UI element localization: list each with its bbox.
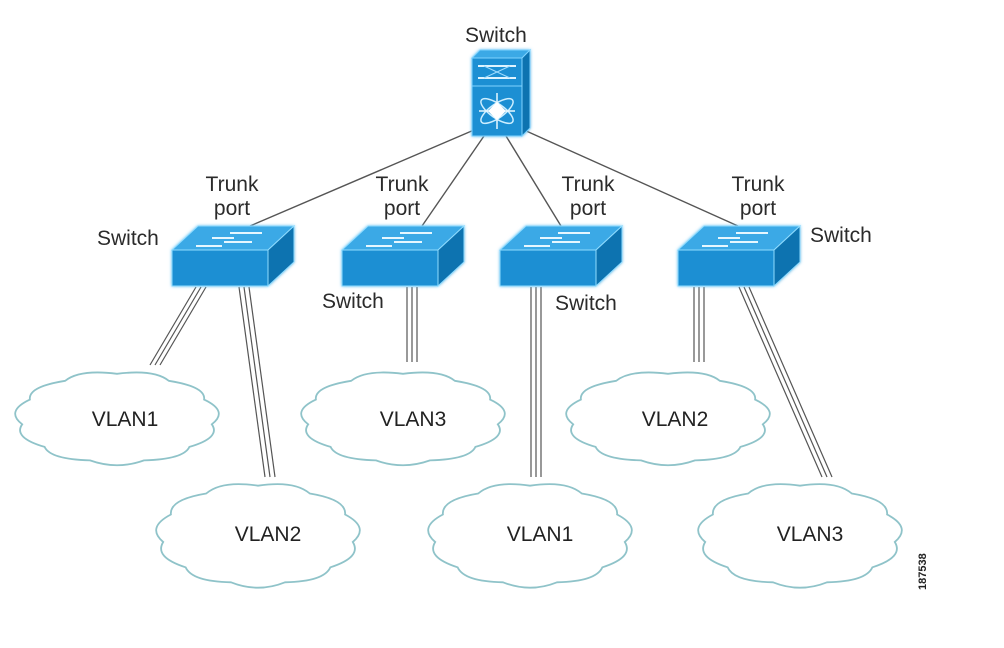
multilayer-switch-icon	[470, 48, 532, 138]
switch-label-sw4: Switch	[810, 224, 872, 247]
workgroup-switch-icon	[170, 224, 296, 288]
trunk-label-line2: port	[213, 197, 251, 220]
workgroup-switch-icon	[676, 224, 802, 288]
trunk-link-sw4	[523, 129, 739, 227]
workgroup-switch-icon	[340, 224, 466, 288]
vlan-label: VLAN3	[776, 523, 844, 546]
vlan-clouds	[14, 371, 903, 589]
workgroup-switch-icon	[498, 224, 624, 288]
access-switch-sw1	[170, 224, 296, 288]
trunk-link-sw3	[505, 135, 562, 227]
vlan-cloud-vlan1	[14, 371, 220, 467]
vlan-label: VLAN1	[506, 523, 574, 546]
trunk-port-label-sw3: Trunk port	[548, 173, 628, 221]
switch-label-sw1: Switch	[97, 227, 159, 250]
access-link-sw2-vlan3	[406, 287, 418, 362]
vlan-cloud-vlan2	[565, 371, 771, 467]
switch-label-sw3: Switch	[555, 292, 617, 315]
access-link-sw1-vlan2	[238, 286, 276, 478]
access-link-sw3-vlan1	[530, 287, 542, 477]
figure-id: 187538	[917, 553, 929, 590]
access-switches	[170, 224, 802, 288]
trunk-label-line1: Trunk	[731, 173, 785, 196]
vlan-cloud-vlan1	[427, 483, 633, 589]
trunk-link-sw1	[249, 129, 475, 227]
trunk-links	[249, 129, 739, 227]
trunk-port-label-sw1: Trunk port	[192, 173, 272, 221]
access-switch-sw3	[498, 224, 624, 288]
access-link-sw4-vlan2	[693, 287, 705, 362]
vlan-cloud-vlan2	[155, 483, 361, 589]
switch-label-sw2: Switch	[322, 290, 384, 313]
access-link-sw4-vlan3	[738, 286, 833, 478]
trunk-label-line1: Trunk	[561, 173, 615, 196]
trunk-port-label-sw4: Trunk port	[718, 173, 798, 221]
core-switch-label: Switch	[465, 24, 527, 47]
trunk-port-label-sw2: Trunk port	[362, 173, 442, 221]
core-switch	[470, 48, 532, 138]
trunk-label-line2: port	[739, 197, 777, 220]
trunk-label-line1: Trunk	[205, 173, 259, 196]
vlan-cloud-vlan3	[697, 483, 903, 589]
vlan-label: VLAN2	[234, 523, 302, 546]
trunk-label-line2: port	[383, 197, 421, 220]
access-switch-sw2	[340, 224, 466, 288]
trunk-label-line2: port	[569, 197, 607, 220]
trunk-link-sw2	[421, 135, 485, 227]
access-switch-sw4	[676, 224, 802, 288]
vlan-label: VLAN1	[91, 408, 159, 431]
trunk-label-line1: Trunk	[375, 173, 429, 196]
vlan-cloud-vlan3	[300, 371, 506, 467]
vlan-label: VLAN3	[379, 408, 447, 431]
access-links	[149, 286, 833, 478]
access-link-sw1-vlan1	[149, 286, 207, 366]
vlan-label: VLAN2	[641, 408, 709, 431]
